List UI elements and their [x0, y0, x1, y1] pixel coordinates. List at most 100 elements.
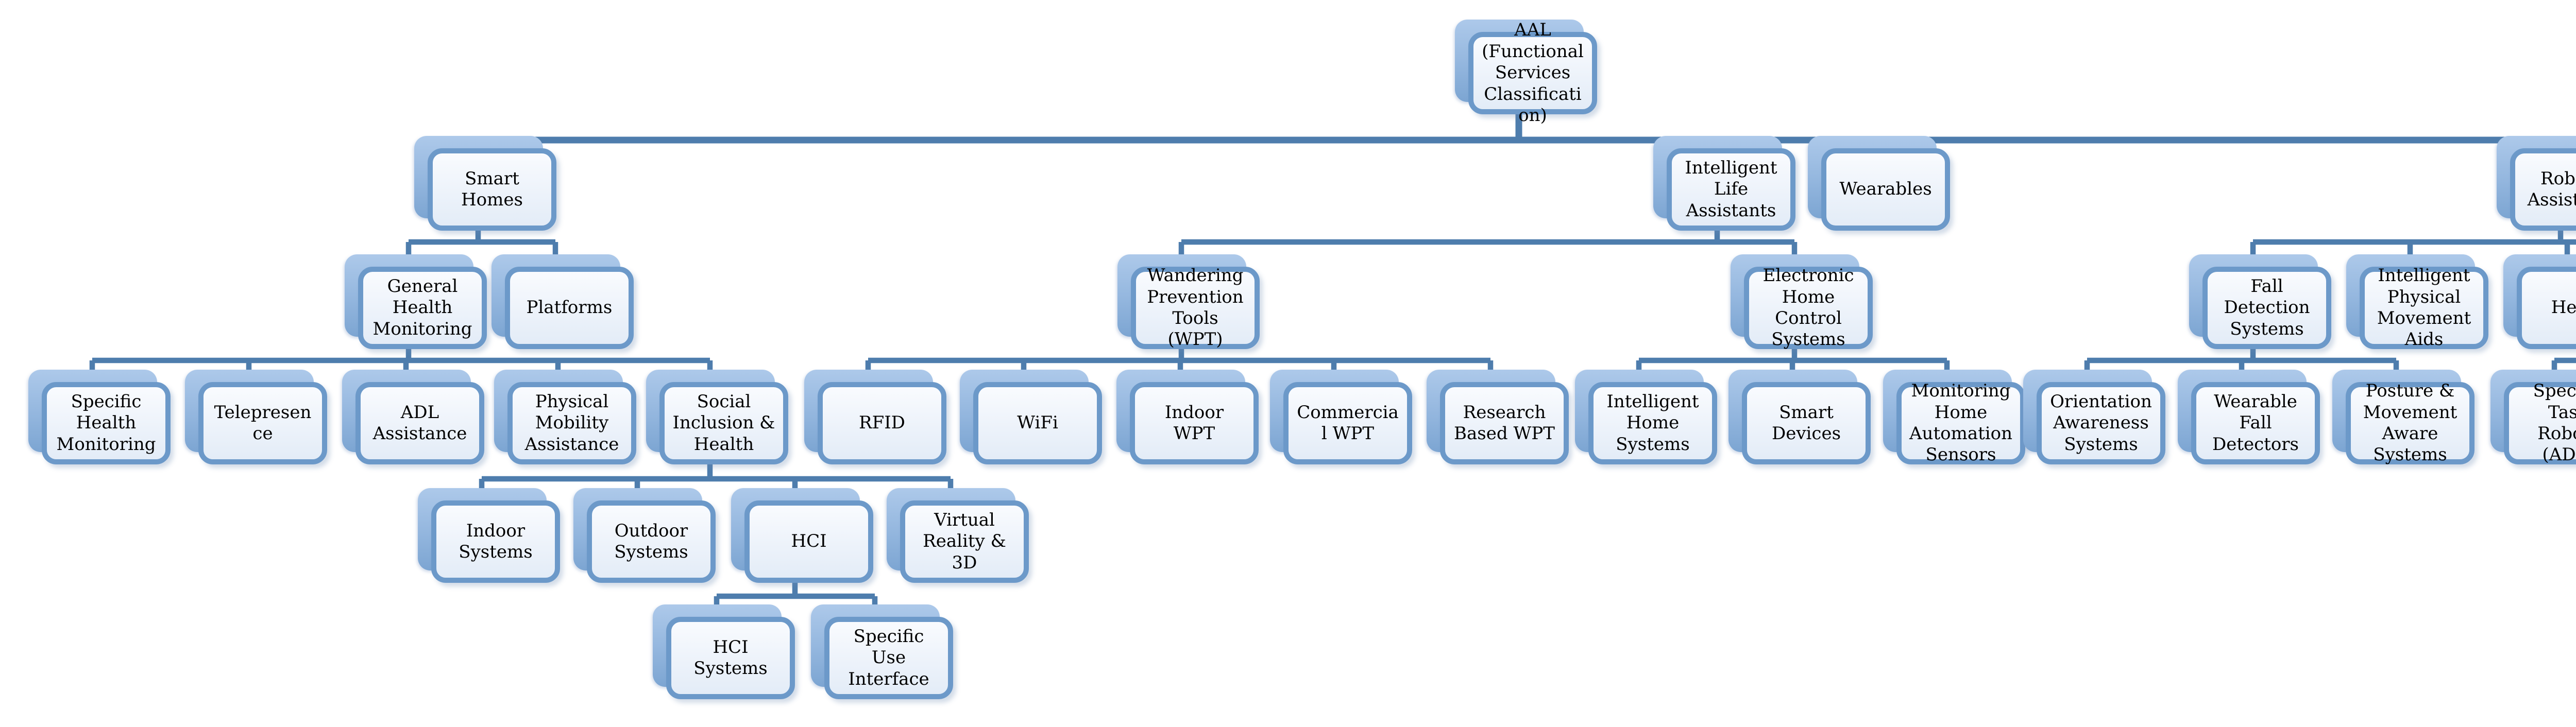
node-specific-task-robots-adl: Specific Task Robots (ADL): [2490, 370, 2576, 465]
node-rfid: RFID: [804, 370, 946, 464]
node-adl-assistance: ADL Assistance: [342, 370, 484, 464]
node-box: Specific Use Interface: [824, 617, 953, 699]
node-box: Wearable Fall Detectors: [2191, 382, 2320, 464]
node-label: Robotic Assistance: [2527, 168, 2576, 210]
node-label: Indoor WPT: [1164, 402, 1224, 444]
node-virtual-reality-3d: Virtual Reality & 3D: [887, 488, 1029, 583]
node-specific-use-interface: Specific Use Interface: [811, 604, 953, 699]
node-telepresence: Telepresence: [185, 370, 327, 464]
node-box: Commercial WPT: [1283, 382, 1412, 464]
node-label: Wandering Prevention Tools (WPT): [1147, 265, 1244, 350]
node-specific-health-monitoring: Specific Health Monitoring: [28, 370, 171, 464]
node-box: Research Based WPT: [1440, 382, 1569, 464]
node-box: Telepresence: [198, 382, 327, 464]
node-robotic-assistance: Robotic Assistance: [2497, 136, 2576, 231]
node-label: Research Based WPT: [1454, 402, 1555, 444]
node-box: Smart Homes: [428, 148, 556, 231]
node-label: Electronic Home Control Systems: [1762, 265, 1854, 350]
node-box: ADL Assistance: [355, 382, 484, 464]
node-social-inclusion-health: Social Inclusion & Health: [646, 370, 788, 464]
node-label: ADL Assistance: [372, 402, 467, 444]
node-label: Smart Devices: [1771, 402, 1841, 444]
node-wearable-fall-detectors: Wearable Fall Detectors: [2178, 370, 2320, 464]
node-label: Wearables: [1839, 179, 1932, 200]
node-wearables: Wearables: [1808, 136, 1950, 231]
node-box: Fall Detection Systems: [2202, 267, 2331, 349]
node-label: Specific Use Interface: [848, 626, 929, 689]
node-label: HCI Systems: [693, 636, 768, 679]
node-physical-mobility-assistance: Physical Mobility Assistance: [494, 370, 636, 464]
node-label: Commercial WPT: [1297, 402, 1399, 444]
node-label: Specific Health Monitoring: [56, 391, 156, 455]
node-box: HCI: [744, 500, 873, 583]
node-smart-homes: Smart Homes: [414, 136, 556, 231]
node-box: Robotic Assistance: [2510, 148, 2576, 231]
node-label: General Health Monitoring: [372, 275, 472, 339]
node-box: Platforms: [505, 267, 634, 349]
node-label: Intelligent Home Systems: [1606, 391, 1699, 455]
node-box: Wandering Prevention Tools (WPT): [1131, 265, 1260, 350]
node-label: Platforms: [526, 297, 613, 318]
node-electronic-home-control-systems: Electronic Home Control Systems: [1731, 254, 1873, 350]
node-box: WiFi: [973, 382, 1102, 464]
node-box: Outdoor Systems: [587, 500, 716, 583]
node-box: Social Inclusion & Health: [659, 382, 788, 464]
node-label: Smart Homes: [461, 168, 523, 210]
node-label: Virtual Reality & 3D: [923, 509, 1006, 573]
node-box: Posture & Movement Aware Systems: [2346, 380, 2475, 465]
node-box: HCI Systems: [666, 617, 795, 699]
node-label: Intelligent Life Assistants: [1685, 157, 1777, 221]
node-label: Social Inclusion & Health: [672, 391, 775, 455]
node-intelligent-home-systems: Intelligent Home Systems: [1575, 370, 1717, 464]
node-box: RFID: [818, 382, 946, 464]
node-box: Specific Health Monitoring: [42, 382, 171, 464]
node-outdoor-systems: Outdoor Systems: [573, 488, 716, 583]
node-label: WiFi: [1017, 412, 1058, 434]
node-box: Intelligent Life Assistants: [1667, 148, 1795, 231]
node-monitoring-home-automation-sensors: Monitoring Home Automation Sensors: [1883, 370, 2025, 465]
node-box: Intelligent Home Systems: [1588, 382, 1717, 464]
node-box: Orientation Awareness Systems: [2037, 382, 2165, 464]
node-intelligent-life-assistants: Intelligent Life Assistants: [1653, 136, 1795, 231]
node-wifi: WiFi: [960, 370, 1102, 464]
node-label: RFID: [859, 412, 905, 434]
node-label: Health: [2551, 297, 2576, 318]
node-hci-systems: HCI Systems: [653, 604, 795, 699]
node-commercial-wpt: Commercial WPT: [1270, 370, 1412, 464]
node-fall-detection-systems: Fall Detection Systems: [2189, 254, 2331, 349]
node-health: Health: [2503, 254, 2576, 349]
node-label: Physical Mobility Assistance: [524, 391, 619, 455]
node-box: Specific Task Robots (ADL): [2504, 380, 2576, 465]
node-box: Health: [2517, 267, 2576, 349]
node-posture-movement-aware-systems: Posture & Movement Aware Systems: [2332, 370, 2475, 465]
node-box: Smart Devices: [1742, 382, 1871, 464]
node-label: Indoor Systems: [459, 520, 533, 562]
node-box: Electronic Home Control Systems: [1744, 265, 1873, 350]
node-label: Posture & Movement Aware Systems: [2363, 380, 2458, 465]
node-research-based-wpt: Research Based WPT: [1427, 370, 1569, 464]
node-label: Intelligent Physical Movement Aids: [2377, 265, 2471, 350]
node-orientation-awareness-systems: Orientation Awareness Systems: [2023, 370, 2165, 464]
node-box: AAL (Functional Services Classification): [1468, 20, 1597, 126]
node-smart-devices: Smart Devices: [1728, 370, 1871, 464]
node-indoor-wpt: Indoor WPT: [1116, 370, 1259, 464]
node-platforms: Platforms: [492, 254, 634, 349]
node-label: HCI: [791, 531, 827, 552]
node-box: Indoor Systems: [431, 500, 560, 583]
node-box: Physical Mobility Assistance: [507, 382, 636, 464]
node-box: Virtual Reality & 3D: [900, 500, 1029, 583]
node-aal: AAL (Functional Services Classification): [1455, 20, 1597, 126]
node-box: Monitoring Home Automation Sensors: [1896, 380, 2025, 465]
node-label: Outdoor Systems: [614, 520, 688, 562]
node-box: Wearables: [1821, 148, 1950, 231]
node-label: Monitoring Home Automation Sensors: [1909, 380, 2012, 465]
node-label: AAL (Functional Services Classification): [1482, 20, 1584, 126]
node-box: General Health Monitoring: [358, 267, 487, 349]
node-label: Orientation Awareness Systems: [2050, 391, 2152, 455]
node-label: Specific Task Robots (ADL): [2533, 380, 2576, 465]
node-wandering-prevention-tools: Wandering Prevention Tools (WPT): [1117, 254, 1260, 350]
node-label: Fall Detection Systems: [2224, 275, 2310, 339]
node-indoor-systems: Indoor Systems: [418, 488, 560, 583]
node-hci: HCI: [731, 488, 873, 583]
